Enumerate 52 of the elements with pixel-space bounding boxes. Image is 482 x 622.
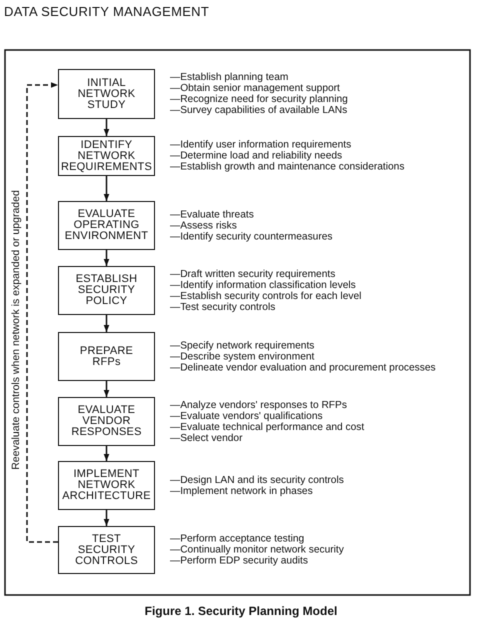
dashed-feedback-arrow: [26, 82, 58, 543]
step-label: IDENTIFY NETWORK REQUIREMENTS: [60, 140, 152, 172]
arrow: [104, 176, 110, 201]
process-box: [58, 266, 155, 315]
arrow: [104, 315, 110, 332]
bullet-text: —Identify information classification levels: [170, 280, 357, 290]
bullet-text: —Specify network requirements: [170, 340, 316, 351]
step-label: ESTABLISH SECURITY POLICY: [76, 274, 138, 307]
bullet-text: —Select vendor: [170, 432, 244, 444]
bullet-text: —Evaluate technical performance and cost: [170, 422, 366, 432]
process-box: [58, 461, 155, 510]
title-text: DATA SECURITY MANAGEMENT: [4, 4, 210, 19]
step-label: IMPLEMENT NETWORK ARCHITECTURE: [62, 469, 151, 502]
process-box: [58, 526, 155, 574]
arrow: [104, 381, 110, 397]
bullet-text: —Establish planning team: [170, 72, 290, 83]
bullet-text: —Identify user information requirements: [170, 140, 352, 150]
figure-caption: Figure 1. Security Planning Model: [144, 604, 338, 618]
bullet-text: —Assess risks: [170, 220, 238, 231]
bullet-text: —Delineate vendor evaluation and procurement processes: [170, 362, 437, 373]
bullet-text: —Establish growth and maintenance considerations: [170, 162, 406, 172]
bullet-text: —Evaluate vendors' qualifications: [170, 410, 324, 422]
bullet-text: —Perform EDP security audits: [170, 556, 309, 566]
step-label: INITIAL NETWORK STUDY: [78, 78, 136, 110]
step-label: TEST SECURITY CONTROLS: [75, 534, 138, 566]
process-box: [58, 332, 155, 381]
step-label: EVALUATE VENDOR RESPONSES: [71, 405, 142, 438]
edge-label: Reevaluate controls when network is expanded or upgraded: [10, 188, 22, 470]
arrow: [104, 446, 110, 461]
bullet-text: —Obtain senior management support: [170, 83, 341, 94]
bullet-text: —Draft written security requirements: [170, 268, 336, 280]
bullet-text: —Perform acceptance testing: [170, 534, 306, 544]
bullet-text: —Describe system environment: [170, 351, 316, 362]
bullet-text: —Establish security controls for each level: [170, 290, 362, 302]
arrow: [104, 250, 110, 266]
bullet-text: —Recognize need for security planning: [170, 94, 349, 105]
process-box: [58, 69, 155, 119]
bullet-text: —Analyze vendors' responses to RFPs: [170, 400, 348, 410]
bullet-text: —Continually monitor network security: [170, 544, 345, 556]
bullet-text: —Test security controls: [170, 302, 276, 312]
bullet-text: —Design LAN and its security controls: [170, 474, 345, 486]
bullet-text: —Identify security countermeasures: [170, 231, 334, 242]
bullet-text: —Evaluate threats: [170, 209, 255, 220]
step-label: EVALUATE OPERATING ENVIRONMENT: [64, 209, 148, 242]
bullet-text: —Implement network in phases: [170, 486, 314, 496]
arrow: [104, 119, 110, 136]
step-label: PREPARE RFPs: [80, 346, 134, 368]
bullet-text: —Determine load and reliability needs: [170, 150, 344, 162]
process-box: [58, 201, 155, 250]
arrow: [104, 510, 110, 526]
process-box: [58, 397, 155, 446]
bullet-text: —Survey capabilities of available LANs: [170, 105, 348, 116]
